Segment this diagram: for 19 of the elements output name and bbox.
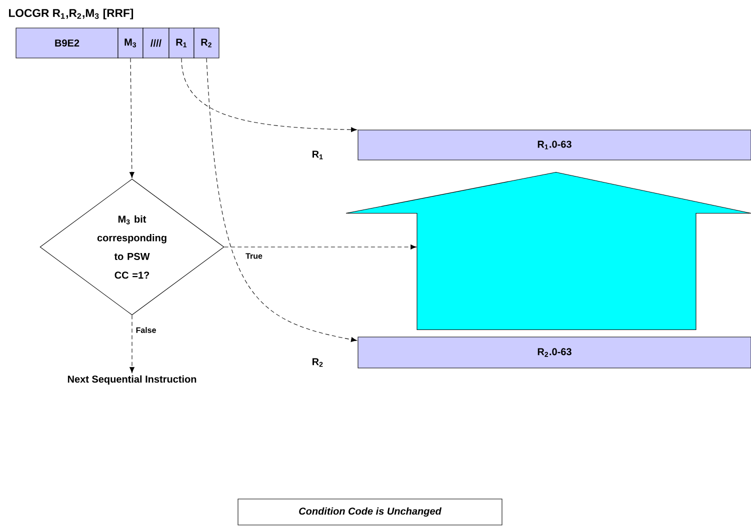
flow-text: Next Sequential Instruction bbox=[68, 375, 196, 385]
connector-arrow bbox=[181, 58, 357, 132]
instruction-field: R$_{1}$ bbox=[168, 28, 194, 58]
connector-arrow bbox=[130, 315, 134, 373]
block-arrow bbox=[346, 172, 751, 330]
connector-arrow bbox=[129, 58, 134, 178]
instruction-field: M$_{3}$ bbox=[118, 28, 144, 58]
register-label: R$_{1}$ bbox=[312, 150, 323, 160]
note-box: Condition Code is Unchanged bbox=[238, 498, 502, 526]
connector-arrow bbox=[224, 244, 416, 250]
instruction-field: R$_{2}$ bbox=[194, 28, 220, 58]
register-bar: R$_{2}$.0-63 bbox=[358, 336, 751, 368]
register-bar: R$_{1}$.0-63 bbox=[358, 130, 751, 160]
instruction-title: LOCGR R$_{1}$,R$_{2}$,M$_{3}$ [RRF] bbox=[9, 8, 134, 20]
edge-label: True bbox=[246, 253, 262, 259]
connector-arrow bbox=[206, 58, 357, 342]
edge-label: False bbox=[136, 327, 156, 333]
instruction-field: //// bbox=[142, 28, 170, 58]
register-label: R$_{2}$ bbox=[312, 358, 323, 367]
